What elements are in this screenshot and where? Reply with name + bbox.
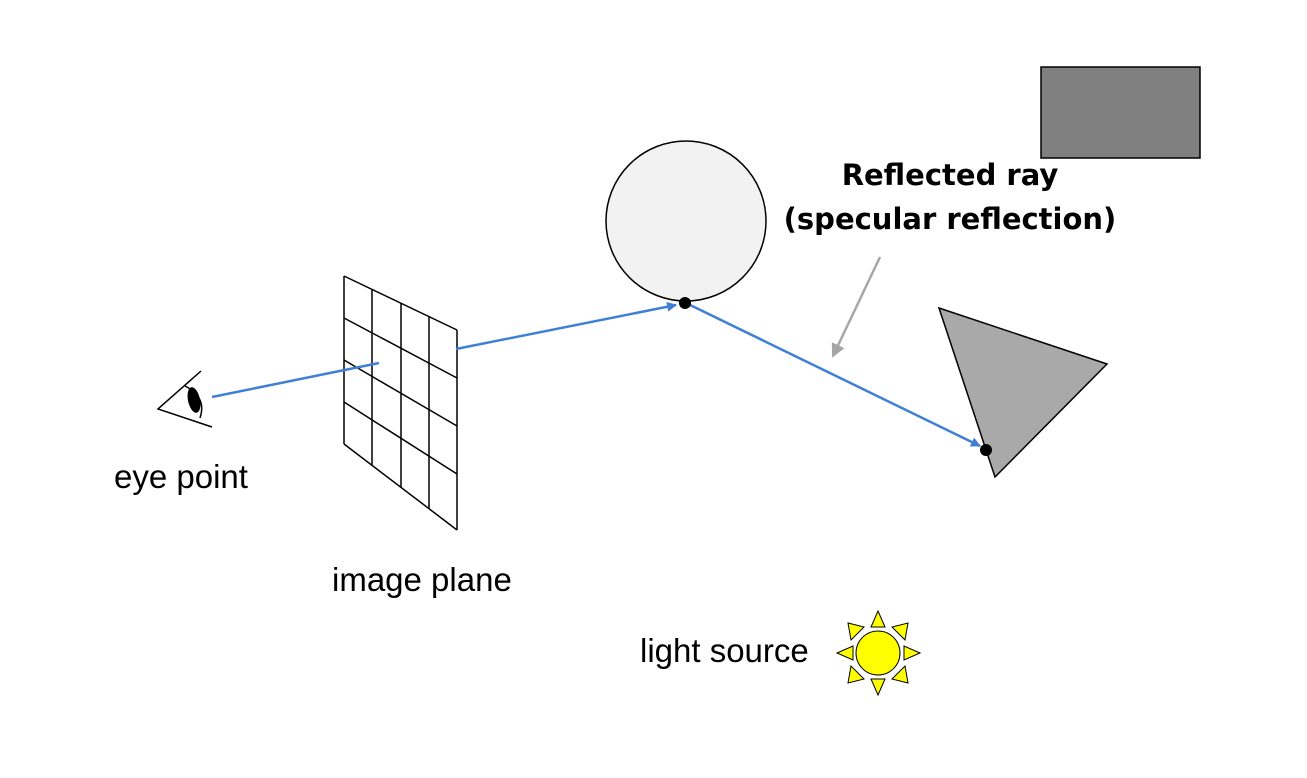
image-plane-grid: [343, 275, 458, 531]
sphere-hit-point: [679, 297, 691, 309]
reflected-ray-label: Reflected ray: [842, 158, 1059, 192]
primary-ray-eye-to-plane: [211, 361, 380, 399]
specular-reflection-label: (specular reflection): [784, 202, 1117, 236]
eye-point-label: eye point: [114, 458, 248, 495]
image-plane-label: image plane: [332, 561, 512, 598]
primary-ray-plane-to-sphere: [455, 301, 677, 351]
reflected-ray: [685, 301, 981, 448]
light-source-label: light source: [640, 632, 809, 669]
triangle-object: [937, 306, 1109, 479]
eye-icon: [156, 370, 213, 428]
dark-box-object: [1040, 66, 1201, 159]
triangle-hit-point: [980, 444, 992, 456]
sphere-object: [605, 140, 767, 302]
annotation-pointer-arrow: [831, 256, 882, 358]
sun-icon: [835, 609, 922, 697]
